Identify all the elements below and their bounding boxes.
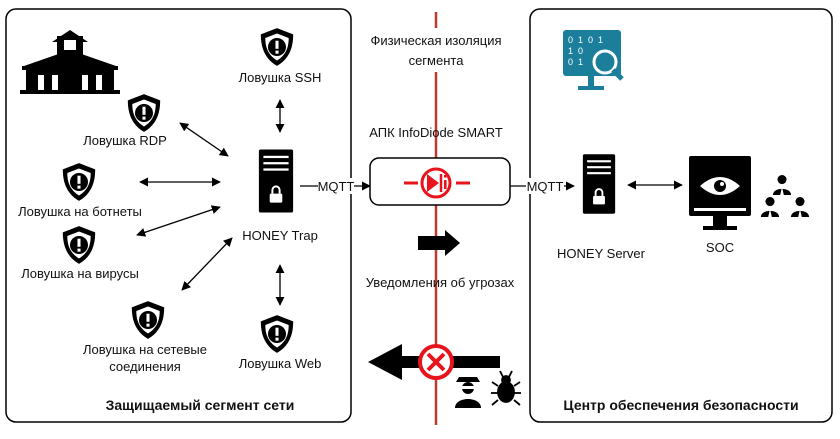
trap-ssh-label: Ловушка SSH [239,70,322,85]
diode-title: АПК InfoDiode SMART [369,125,503,140]
blocked-reverse-arrow [368,344,500,380]
isolation-label-line1: Физическая изоляция [370,33,501,48]
svg-text:0: 0 [568,57,573,67]
trap-web-label: Ловушка Web [239,356,322,371]
protected-segment-title: Защищаемый сегмент сети [106,397,295,413]
svg-text:0: 0 [578,46,583,56]
shield-alert-icon [131,301,165,339]
shield-alert-icon [62,163,96,201]
trap-arrows [136,99,285,306]
notification-arrow-icon [418,230,460,256]
server-icon [582,153,616,215]
mqtt-right-label: MQTT [527,179,564,194]
soc-label: SOC [706,240,734,255]
diode-icon [404,167,470,199]
bug-icon [491,370,521,406]
svg-text:1: 1 [568,46,573,56]
analytics-icon: 0 1 0 1 1 0 0 1 [563,30,624,90]
server-icon [258,148,294,214]
svg-text:1: 1 [578,35,583,45]
soc-center-title: Центр обеспечения безопасности [563,397,798,413]
isolation-label-line2: сегмента [409,53,465,68]
soc-center-border [529,8,833,423]
trap-virus-label: Ловушка на вирусы [21,266,139,281]
building-icon [20,30,120,94]
svg-text:0: 0 [588,35,593,45]
shield-alert-icon [260,315,294,353]
shield-alert-icon [127,94,161,132]
protected-segment-border [5,8,352,423]
mqtt-left-label: MQTT [318,179,355,194]
trap-rdp-label: Ловушка RDP [83,133,167,148]
monitor-eye-icon [689,156,751,230]
hacker-icon [455,377,481,408]
svg-text:1: 1 [598,35,603,45]
shield-alert-icon [260,28,294,66]
shield-alert-icon [62,226,96,264]
trap-botnet-label: Ловушка на ботнеты [18,204,142,219]
trap-network-label-line1: Ловушка на сетевые [83,342,207,357]
honey-trap-label: HONEY Trap [242,228,318,243]
notifications-label: Уведомления об угрозах [366,275,515,290]
analysts-icon [760,175,810,217]
svg-text:1: 1 [578,57,583,67]
honey-server-label: HONEY Server [557,246,646,261]
svg-text:0: 0 [568,35,573,45]
trap-network-label-line2: соединения [109,359,181,374]
